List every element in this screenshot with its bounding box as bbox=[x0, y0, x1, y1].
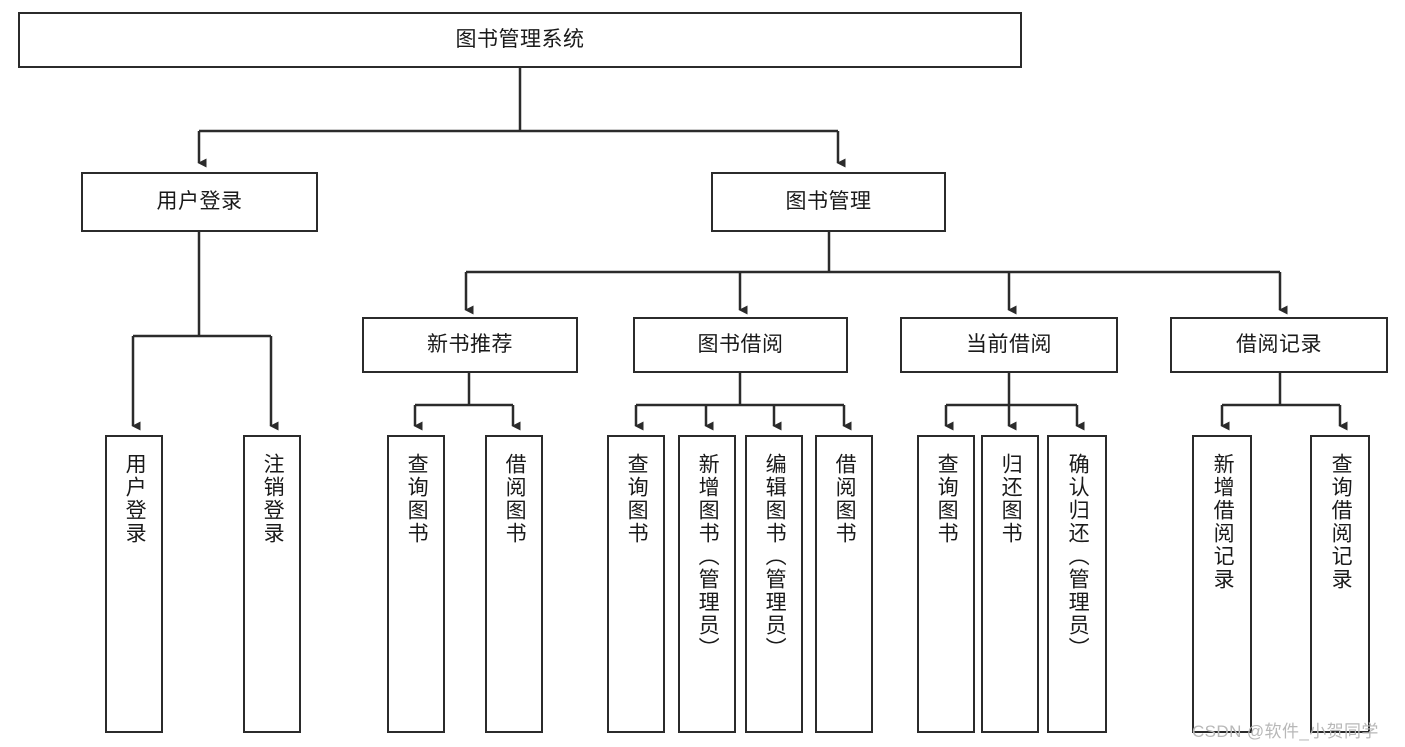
leaf-borrow-borrow-book-label: 借阅图书 bbox=[833, 453, 857, 545]
node-root[interactable]: 图书管理系统 bbox=[18, 12, 1022, 68]
leaf-current-return[interactable]: 归还图书 bbox=[981, 435, 1039, 733]
node-borrow-record-label: 借阅记录 bbox=[1236, 333, 1322, 357]
leaf-borrow-add-book[interactable]: 新增图书（管理员） bbox=[678, 435, 736, 733]
leaf-new-book-query[interactable]: 查询图书 bbox=[387, 435, 445, 733]
node-current-borrow[interactable]: 当前借阅 bbox=[900, 317, 1118, 373]
leaf-record-query[interactable]: 查询借阅记录 bbox=[1310, 435, 1370, 733]
leaf-new-book-borrow[interactable]: 借阅图书 bbox=[485, 435, 543, 733]
node-borrow-record[interactable]: 借阅记录 bbox=[1170, 317, 1388, 373]
node-book-borrow-label: 图书借阅 bbox=[697, 333, 784, 357]
leaf-borrow-borrow-book[interactable]: 借阅图书 bbox=[815, 435, 873, 733]
node-book-borrow[interactable]: 图书借阅 bbox=[633, 317, 848, 373]
leaf-current-query-label: 查询图书 bbox=[935, 453, 959, 545]
node-book-management[interactable]: 图书管理 bbox=[711, 172, 946, 232]
leaf-record-add[interactable]: 新增借阅记录 bbox=[1192, 435, 1252, 733]
node-new-book-recommend[interactable]: 新书推荐 bbox=[362, 317, 578, 373]
leaf-user-login-signin[interactable]: 用户登录 bbox=[105, 435, 163, 733]
node-user-login[interactable]: 用户登录 bbox=[81, 172, 318, 232]
leaf-current-confirm-return[interactable]: 确认归还（管理员） bbox=[1047, 435, 1107, 733]
node-user-login-label: 用户登录 bbox=[156, 190, 243, 214]
node-root-label: 图书管理系统 bbox=[455, 28, 585, 52]
leaf-borrow-edit-book-label: 编辑图书（管理员） bbox=[763, 453, 787, 660]
leaf-borrow-query-label: 查询图书 bbox=[625, 453, 649, 545]
leaf-current-confirm-return-label: 确认归还（管理员） bbox=[1066, 453, 1090, 660]
leaf-record-query-label: 查询借阅记录 bbox=[1329, 453, 1353, 591]
node-new-book-recommend-label: 新书推荐 bbox=[427, 333, 513, 357]
leaf-borrow-add-book-label: 新增图书（管理员） bbox=[696, 453, 720, 660]
leaf-new-book-borrow-label: 借阅图书 bbox=[503, 453, 527, 545]
leaf-user-login-signout[interactable]: 注销登录 bbox=[243, 435, 301, 733]
leaf-borrow-query[interactable]: 查询图书 bbox=[607, 435, 665, 733]
leaf-current-query[interactable]: 查询图书 bbox=[917, 435, 975, 733]
leaf-user-login-signout-label: 注销登录 bbox=[261, 453, 285, 545]
leaf-borrow-edit-book[interactable]: 编辑图书（管理员） bbox=[745, 435, 803, 733]
leaf-user-login-signin-label: 用户登录 bbox=[123, 453, 147, 545]
leaf-record-add-label: 新增借阅记录 bbox=[1211, 453, 1235, 591]
node-current-borrow-label: 当前借阅 bbox=[966, 333, 1052, 357]
node-book-management-label: 图书管理 bbox=[785, 190, 872, 214]
leaf-current-return-label: 归还图书 bbox=[999, 453, 1023, 545]
leaf-new-book-query-label: 查询图书 bbox=[405, 453, 429, 545]
